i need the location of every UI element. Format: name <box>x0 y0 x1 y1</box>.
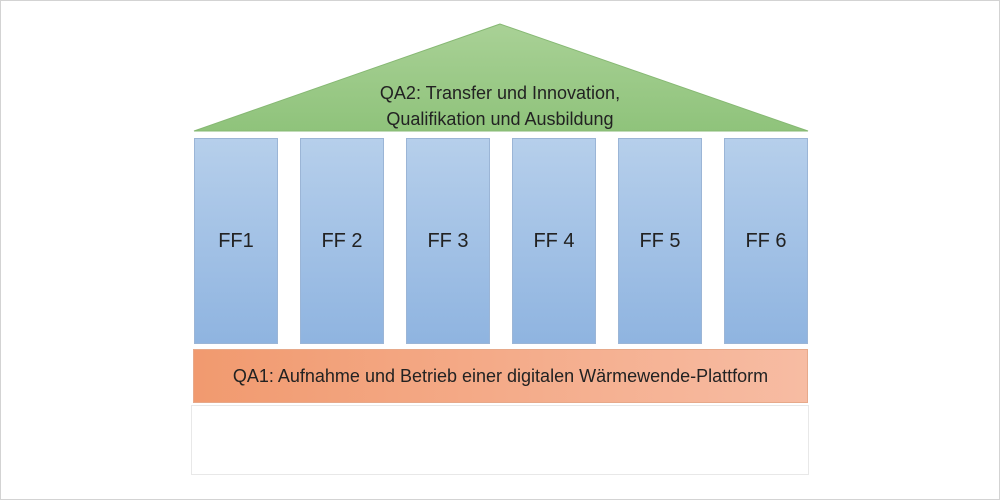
pillar-label: FF 5 <box>639 229 681 252</box>
base-label: QA1: Aufnahme und Betrieb einer digitale… <box>232 365 769 386</box>
roof-label-line2: Qualifikation und Ausbildung <box>386 109 614 129</box>
pillar-ff6: FF 6 <box>724 138 808 344</box>
roof-label: QA2: Transfer und Innovation, Qualifikat… <box>300 80 700 132</box>
roof-label-line1: QA2: Transfer und Innovation, <box>379 83 621 103</box>
pillar-label: FF 3 <box>427 229 469 252</box>
pillar-ff5: FF 5 <box>618 138 702 344</box>
pillar-label: FF1 <box>218 229 254 252</box>
pillar-label: FF 2 <box>321 229 363 252</box>
pillar-ff2: FF 2 <box>300 138 384 344</box>
pillar-label: FF 4 <box>533 229 575 252</box>
foundation-box <box>191 405 809 475</box>
pillar-ff1: FF1 <box>194 138 278 344</box>
roof-triangle <box>193 23 809 132</box>
pillar-ff4: FF 4 <box>512 138 596 344</box>
pillar-label: FF 6 <box>745 229 787 252</box>
base-bar: QA1: Aufnahme und Betrieb einer digitale… <box>193 349 808 403</box>
pillar-ff3: FF 3 <box>406 138 490 344</box>
